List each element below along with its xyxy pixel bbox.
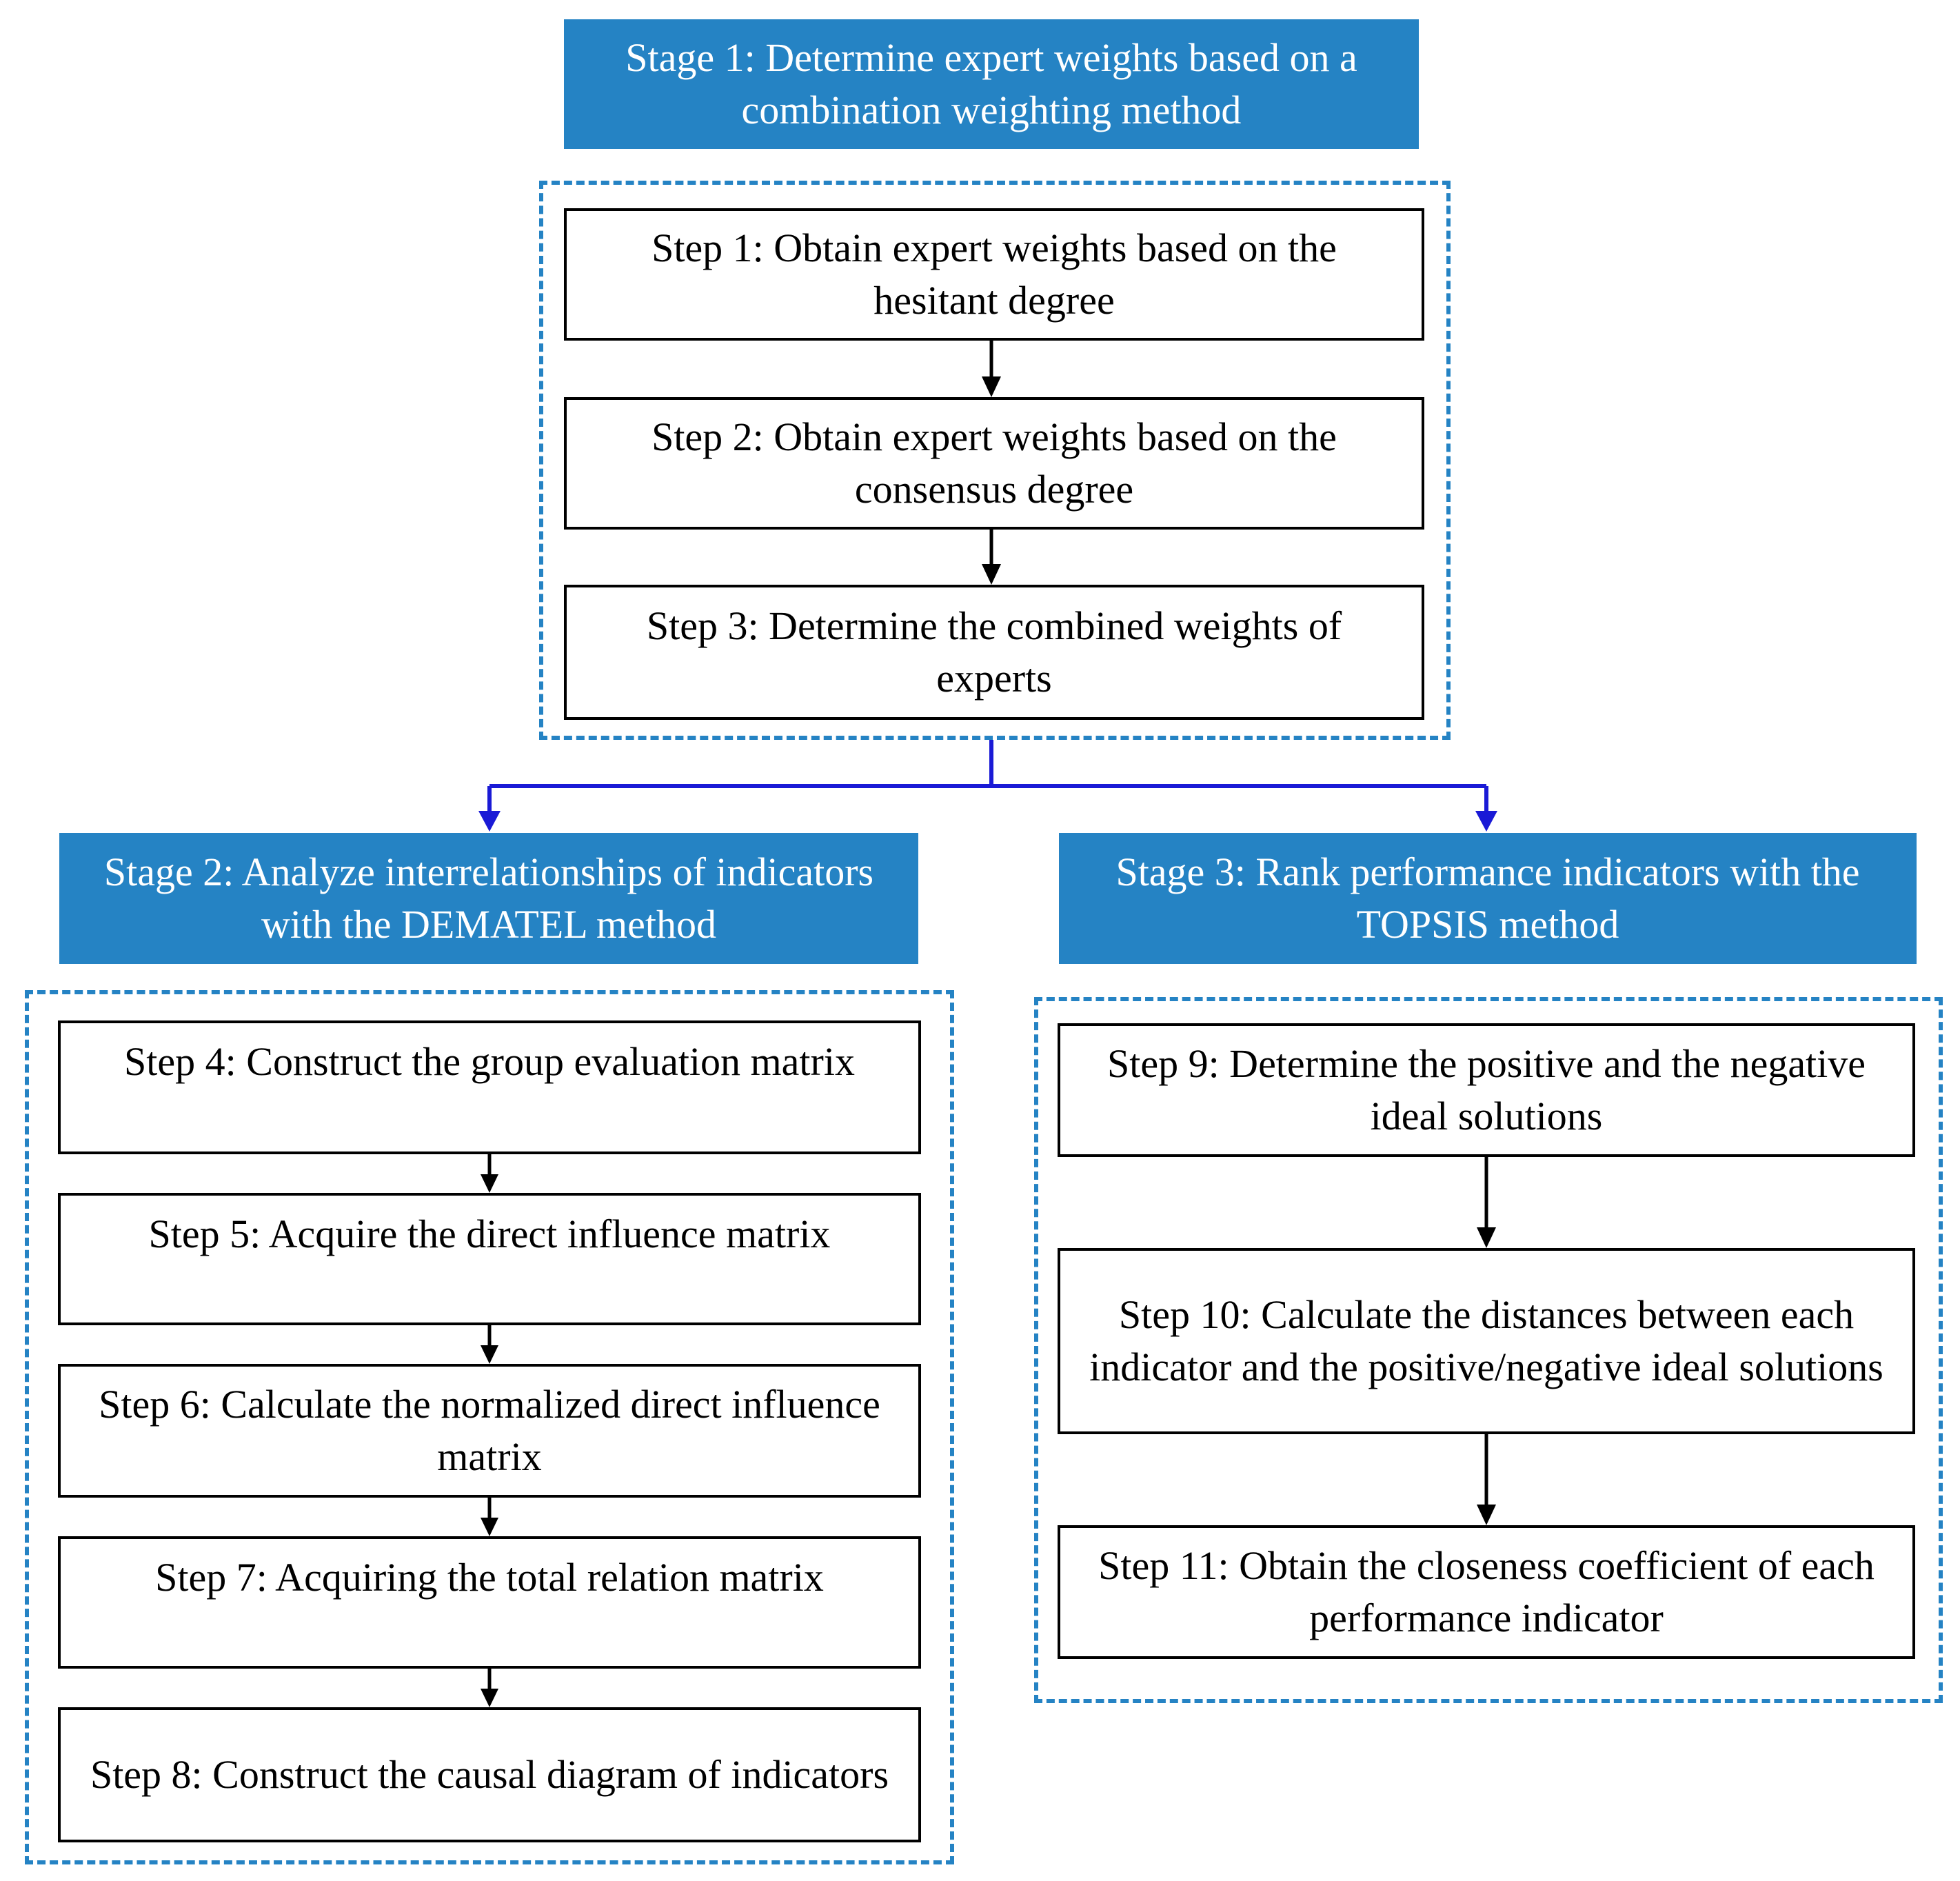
step-10-box: Step 10: Calculate the distances between… bbox=[1058, 1248, 1915, 1434]
step-3-box: Step 3: Determine the combined weights o… bbox=[564, 585, 1424, 720]
arrow-step5-to-step6 bbox=[481, 1325, 498, 1364]
branch-arrow-stage1-split bbox=[478, 740, 1497, 832]
step-1-box: Step 1: Obtain expert weights based on t… bbox=[564, 208, 1424, 341]
arrow-step6-to-step7 bbox=[481, 1498, 498, 1536]
step-9-box: Step 9: Determine the positive and the n… bbox=[1058, 1023, 1915, 1157]
stage-3-group bbox=[1034, 997, 1943, 1703]
step-7-box: Step 7: Acquiring the total relation mat… bbox=[58, 1536, 921, 1669]
stage-2-header: Stage 2: Analyze interrelationships of i… bbox=[59, 833, 918, 964]
arrow-step9-to-step10 bbox=[1477, 1157, 1496, 1248]
stage-2-group bbox=[25, 990, 954, 1864]
arrow-step7-to-step8 bbox=[481, 1669, 498, 1707]
step-2-box: Step 2: Obtain expert weights based on t… bbox=[564, 397, 1424, 530]
arrow-step1-to-step2 bbox=[982, 341, 1001, 397]
step-6-box: Step 6: Calculate the normalized direct … bbox=[58, 1364, 921, 1498]
step-5-box: Step 5: Acquire the direct influence mat… bbox=[58, 1193, 921, 1325]
step-8-box: Step 8: Construct the causal diagram of … bbox=[58, 1707, 921, 1842]
arrow-step4-to-step5 bbox=[481, 1154, 498, 1193]
stage-3-header: Stage 3: Rank performance indicators wit… bbox=[1059, 833, 1917, 964]
arrow-step10-to-step11 bbox=[1477, 1434, 1496, 1525]
stage-1-group bbox=[539, 181, 1451, 740]
arrow-step2-to-step3 bbox=[982, 530, 1001, 585]
stage-1-header: Stage 1: Determine expert weights based … bbox=[564, 19, 1419, 149]
step-11-box: Step 11: Obtain the closeness coefficien… bbox=[1058, 1525, 1915, 1659]
step-4-box: Step 4: Construct the group evaluation m… bbox=[58, 1020, 921, 1154]
